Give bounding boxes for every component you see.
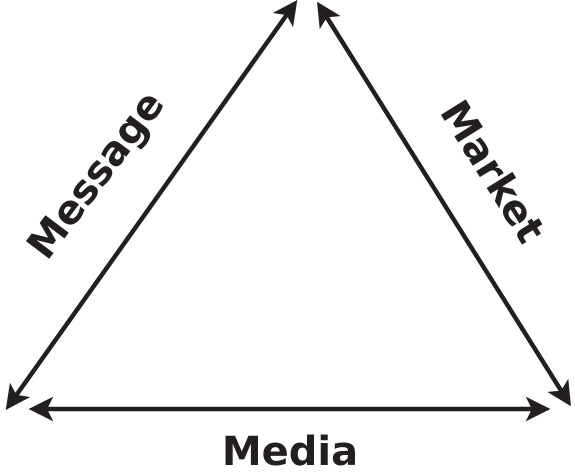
market-edge-arrow <box>317 1 571 407</box>
market-label: Market <box>431 93 554 252</box>
message-edge-arrow <box>5 0 298 411</box>
message-label: Message <box>18 82 173 267</box>
media-label: Media <box>222 429 358 474</box>
